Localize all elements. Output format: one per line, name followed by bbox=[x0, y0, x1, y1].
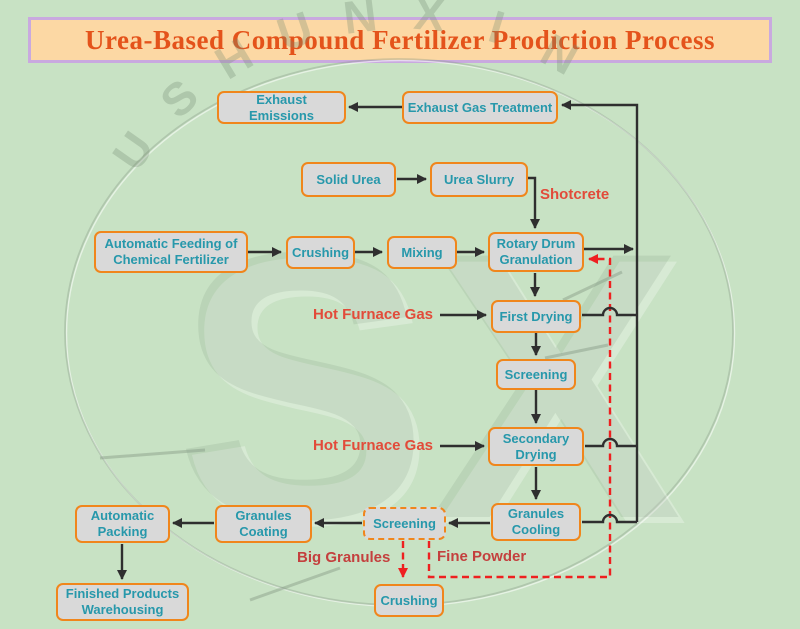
edge-label-hot-furnace-gas-2: Hot Furnace Gas bbox=[313, 437, 434, 454]
node-urea-slurry: Urea Slurry bbox=[430, 162, 528, 197]
edge-label-fine-powder: Fine Powder bbox=[437, 548, 527, 565]
connector-cooling-to-gasline bbox=[582, 513, 637, 524]
watermark-letter: H bbox=[206, 27, 261, 89]
edge-label-shotcrete: Shotcrete bbox=[540, 186, 610, 203]
watermark-letter: I bbox=[483, 0, 510, 53]
watermark-letter: X bbox=[412, 0, 447, 41]
node-automatic-packing: Automatic Packing bbox=[75, 505, 170, 543]
node-crushing: Crushing bbox=[286, 236, 355, 269]
watermark-letter: U bbox=[102, 122, 164, 179]
node-granules-cooling: Granules Cooling bbox=[491, 503, 581, 541]
node-finished-products-warehousing: Finished Products Warehousing bbox=[56, 583, 189, 621]
node-screening: Screening bbox=[496, 359, 576, 390]
connector-secondarydrying-to-gasline bbox=[585, 437, 637, 448]
connector-slurry-to-granulation bbox=[528, 176, 540, 229]
node-automatic-feeding: Automatic Feeding of Chemical Fertilizer bbox=[94, 231, 248, 273]
connector-fine-powder-to-granulation bbox=[427, 254, 612, 579]
node-rotary-drum-granulation: Rotary Drum Granulation bbox=[488, 232, 584, 272]
node-solid-urea: Solid Urea bbox=[301, 162, 396, 197]
watermark-arc-letters: U S H U N X I N bbox=[102, 0, 587, 179]
node-exhaust-gas-treatment: Exhaust Gas Treatment bbox=[402, 91, 558, 124]
node-crushing-recycle: Crushing bbox=[374, 584, 444, 617]
watermark-strokes bbox=[99, 270, 623, 602]
node-exhaust-emissions: Exhaust Emissions bbox=[217, 91, 346, 124]
node-secondary-drying: Secondary Drying bbox=[488, 427, 584, 466]
edge-label-big-granules: Big Granules bbox=[297, 549, 391, 566]
watermark-letter: S bbox=[150, 69, 208, 128]
connector-firstdrying-to-gasline bbox=[582, 306, 637, 317]
watermark-letter: U bbox=[271, 1, 319, 61]
watermark-letter: N bbox=[533, 23, 587, 85]
node-first-drying: First Drying bbox=[491, 300, 581, 333]
edge-label-hot-furnace-gas-1: Hot Furnace Gas bbox=[313, 306, 434, 323]
connector-gas-main-to-treatment bbox=[561, 100, 639, 522]
node-screening-recycle: Screening bbox=[363, 507, 446, 540]
node-granules-coating: Granules Coating bbox=[215, 505, 312, 543]
page-title: Urea-Based Compound Fertilizer Prodictio… bbox=[28, 17, 772, 63]
watermark-letter: N bbox=[340, 0, 379, 44]
node-mixing: Mixing bbox=[387, 236, 457, 269]
